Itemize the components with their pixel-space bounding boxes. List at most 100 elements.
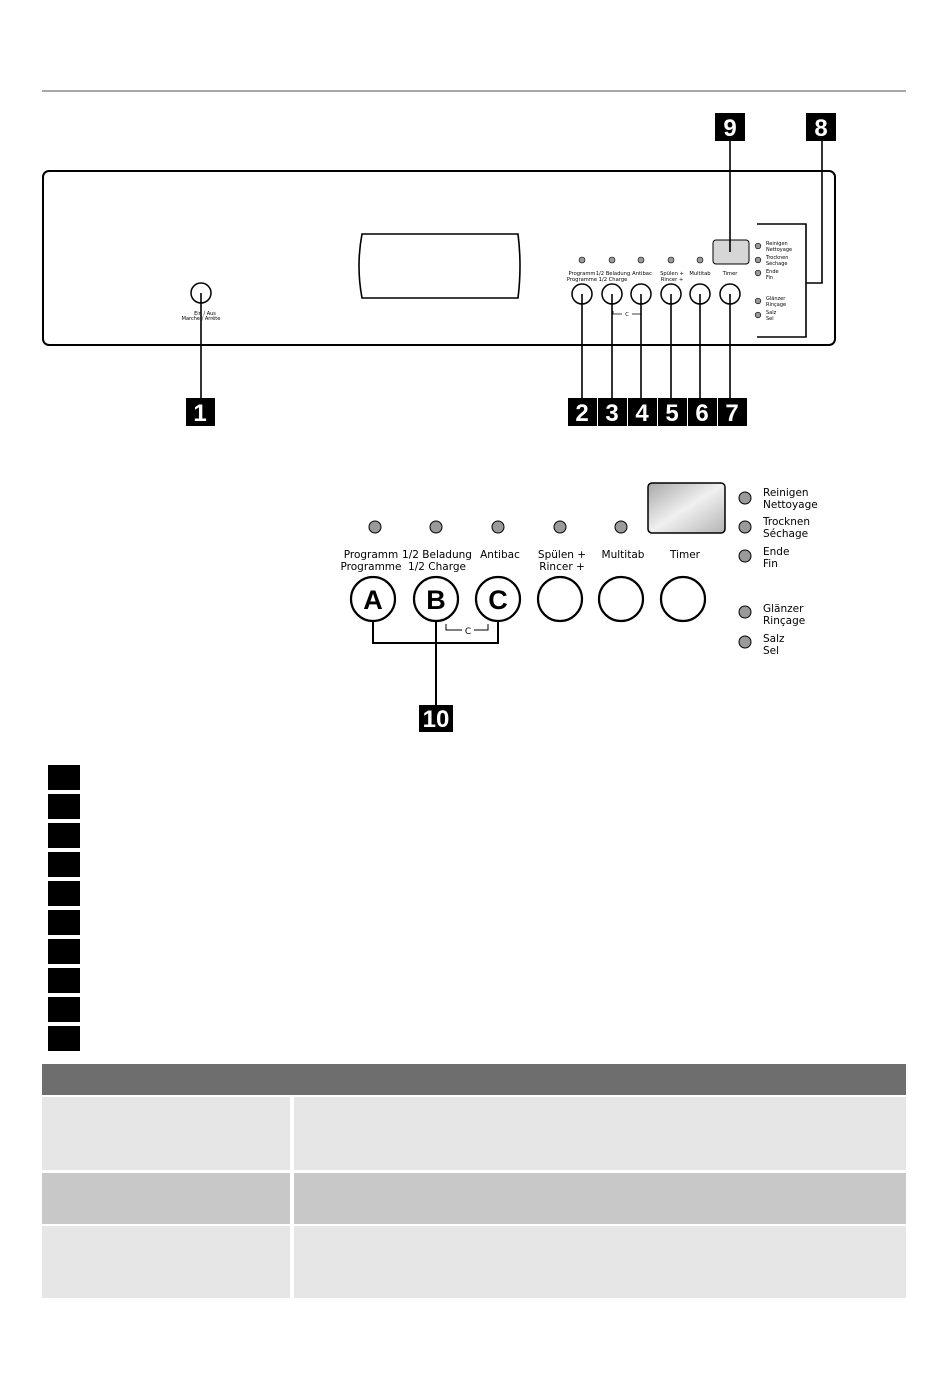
- detail-antibac-led: [491, 520, 505, 534]
- detail-timer-display: [647, 482, 726, 534]
- detail-ind-ende: Ende: [763, 546, 789, 558]
- svg-text:10: 10: [423, 706, 450, 733]
- btn-label-timer: Timer: [722, 271, 739, 277]
- legend-square-2: [48, 794, 80, 819]
- detail-half-load-led: [429, 520, 443, 534]
- table-row: [42, 1226, 906, 1298]
- rinse-plus-led: [667, 256, 675, 264]
- svg-text:9: 9: [723, 115, 736, 142]
- detail-label-programm: Programm: [344, 549, 399, 561]
- detail-ind-led-ende: [738, 549, 752, 563]
- btn-label-programme: Programme: [567, 277, 597, 283]
- letter-c: C: [488, 585, 508, 615]
- button-detail-diagram: Programm Programme 1/2 Beladung 1/2 Char…: [341, 482, 818, 733]
- table-row: [42, 1097, 906, 1170]
- detail-ind-sechage: Séchage: [763, 528, 808, 540]
- letter-b: B: [426, 585, 446, 615]
- panel-outline: [42, 170, 836, 346]
- detail-ind-glaenzer: Glänzer: [763, 603, 804, 615]
- btn-label-charge: 1/2 Charge: [599, 277, 628, 283]
- btn-label-rincer: Rincer +: [661, 277, 684, 283]
- callout-2: 2: [568, 398, 597, 427]
- indicator-led-trocknen: [754, 256, 762, 264]
- detail-ind-led-salz: [738, 635, 752, 649]
- detail-ind-reinigen: Reinigen: [763, 487, 809, 499]
- top-rule: [42, 90, 906, 92]
- callout-4: 4: [628, 398, 657, 427]
- detail-label-multitab: Multitab: [602, 549, 645, 561]
- svg-text:4: 4: [635, 400, 649, 427]
- svg-text:1: 1: [193, 400, 206, 427]
- legend-square-4: [48, 852, 80, 877]
- detail-label-programme: Programme: [341, 561, 402, 573]
- detail-ind-rincage: Rinçage: [763, 615, 805, 627]
- legend-square-6: [48, 910, 80, 935]
- btn-label-programm: Programm: [569, 271, 596, 277]
- detail-label-antibac: Antibac: [480, 549, 520, 561]
- letter-a: A: [363, 585, 383, 615]
- btn-label-spuelen: Spülen +: [660, 271, 684, 277]
- half-load-led: [608, 256, 616, 264]
- table-cell: [294, 1097, 906, 1170]
- svg-text:8: 8: [814, 115, 827, 142]
- indicator-led-glaenzer: [754, 297, 762, 305]
- svg-text:2: 2: [575, 400, 588, 427]
- btn-label-beladung: 1/2 Beladung: [596, 271, 631, 277]
- antibac-led: [637, 256, 645, 264]
- indicator-led-salz: [754, 311, 762, 319]
- detail-ind-fin: Fin: [763, 558, 778, 570]
- ind-label-ende: Ende: [766, 269, 779, 275]
- detail-combo-label: C: [465, 627, 471, 637]
- detail-ind-led-glaenzer: [738, 605, 752, 619]
- timer-display: [712, 239, 750, 265]
- table-cell: [294, 1226, 906, 1298]
- ind-label-trocknen: Trocknen: [765, 255, 788, 261]
- callout-9: 9: [715, 113, 745, 142]
- callout-1: 1: [186, 398, 215, 427]
- ind-label-glaenzer: Glänzer: [766, 296, 786, 302]
- table-cell: [294, 1173, 906, 1224]
- ind-label-salz: Salz: [766, 310, 777, 316]
- detail-timer-button[interactable]: [659, 575, 707, 623]
- callout-6: 6: [688, 398, 717, 427]
- detail-ind-led-reinigen: [738, 491, 752, 505]
- display-window: [358, 233, 521, 299]
- callout-3: 3: [598, 398, 627, 427]
- callout-10: 10: [419, 705, 453, 733]
- detail-combo-bracket: [445, 624, 489, 631]
- legend-square-10: [48, 1026, 80, 1051]
- detail-ind-led-trocknen: [738, 520, 752, 534]
- ind-label-fin: Fin: [766, 275, 773, 281]
- detail-rinse-plus-led: [553, 520, 567, 534]
- detail-ind-salz: Salz: [763, 633, 785, 645]
- indicator-bracket: [757, 223, 807, 338]
- table-cell: [42, 1173, 290, 1224]
- detail-ind-trocknen: Trocknen: [762, 516, 810, 528]
- info-table: [42, 1064, 906, 1298]
- detail-program-led: [368, 520, 382, 534]
- btn-label-multitab: Multitab: [689, 271, 711, 277]
- detail-ind-nettoyage: Nettoyage: [763, 499, 818, 511]
- legend-square-8: [48, 968, 80, 993]
- control-panel-diagram: Ein / Aus Marche / Arrête Programm Progr…: [42, 113, 836, 427]
- table-row: [42, 1173, 906, 1224]
- callout-8: 8: [806, 113, 836, 142]
- callout-7: 7: [718, 398, 747, 427]
- detail-rinse-plus-button[interactable]: [536, 575, 584, 623]
- detail-label-spuelen: Spülen +: [538, 549, 586, 561]
- detail-label-charge: 1/2 Charge: [408, 561, 466, 573]
- svg-text:7: 7: [725, 400, 738, 427]
- ind-label-nettoyage: Nettoyage: [766, 247, 792, 253]
- detail-multitab-button[interactable]: [597, 575, 645, 623]
- program-led: [578, 256, 586, 264]
- combo-label: C: [625, 312, 629, 318]
- table-cell: [42, 1097, 290, 1170]
- detail-multitab-led: [614, 520, 628, 534]
- indicator-led-reinigen: [754, 242, 762, 250]
- abc-bracket: [372, 621, 499, 706]
- table-header: [42, 1064, 906, 1095]
- svg-text:3: 3: [605, 400, 618, 427]
- callout-5: 5: [658, 398, 687, 427]
- svg-text:6: 6: [695, 400, 708, 427]
- detail-ind-sel: Sel: [763, 645, 779, 657]
